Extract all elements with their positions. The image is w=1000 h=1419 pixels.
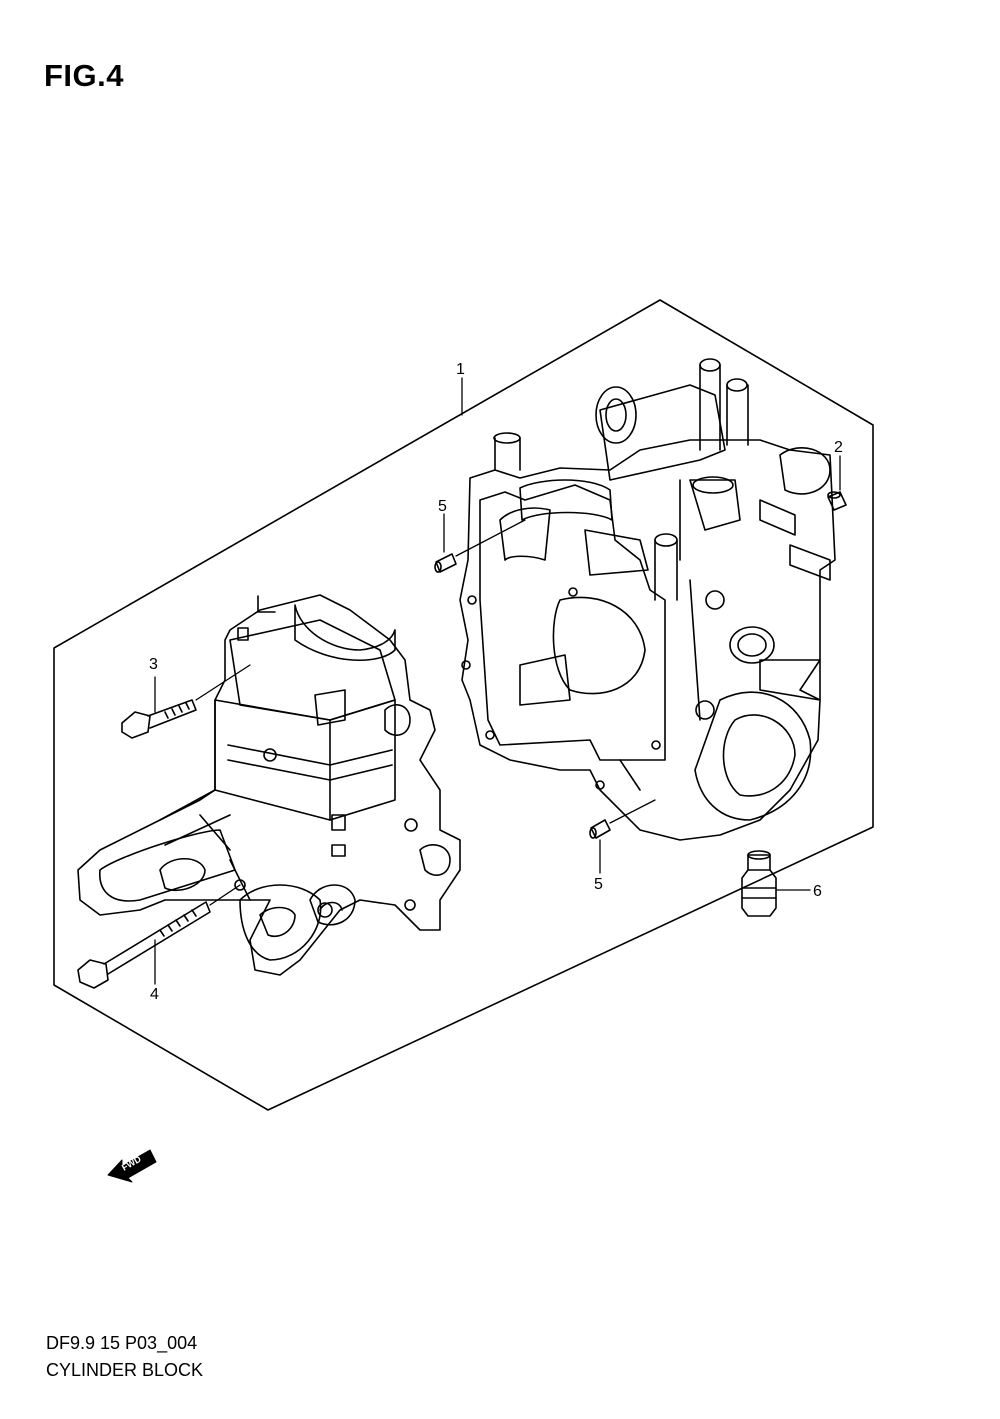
figure-title: FIG.4 <box>44 58 125 93</box>
fwd-arrow-icon: FWD <box>107 1149 157 1183</box>
part-2-dowel-pin <box>827 491 847 511</box>
callout-2: 2 <box>834 439 843 456</box>
diagram-code: DF9.9 15 P03_004 <box>46 1333 198 1353</box>
callout-1: 1 <box>456 361 465 378</box>
part-5-dowel-pin-upper <box>434 553 457 573</box>
cylinder-block-right-half <box>459 358 836 841</box>
callout-4: 4 <box>150 986 159 1003</box>
callout-5-lower: 5 <box>594 876 603 893</box>
callout-5-upper: 5 <box>438 498 447 515</box>
diagram-name: CYLINDER BLOCK <box>46 1360 204 1380</box>
part-4-long-bolt <box>77 901 211 989</box>
callout-3: 3 <box>149 656 158 673</box>
part-3-bolt <box>121 699 197 739</box>
part-6-fitting <box>741 850 777 917</box>
part-5-dowel-pin-lower <box>589 819 611 839</box>
cylinder-block-left-half <box>77 594 461 976</box>
callout-6: 6 <box>813 883 822 900</box>
leader-lines <box>154 377 841 985</box>
assembly-outline <box>53 299 874 1111</box>
